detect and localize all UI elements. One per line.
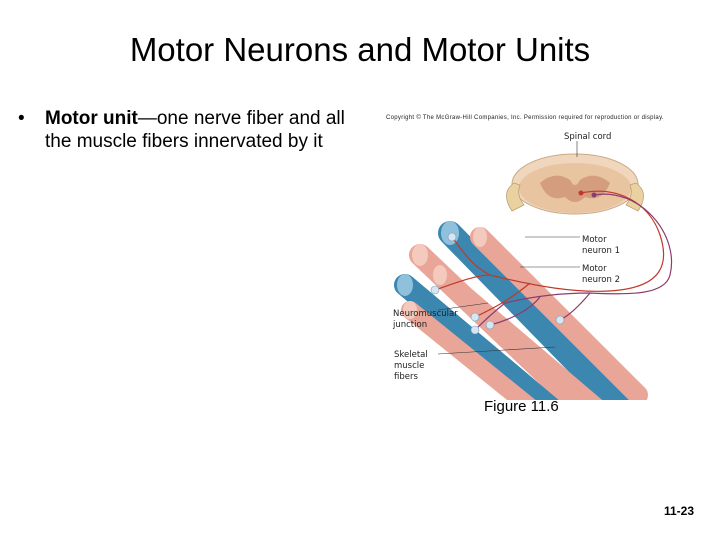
nmj-leader [437,302,489,311]
label-spinal-cord: Spinal cord [564,132,611,142]
label-motor-neuron-1-b: neuron 1 [582,246,620,256]
spinal-cord-illustration [506,153,644,215]
bullet-text: Motor unit—one nerve fiber and all the m… [45,107,345,153]
copyright-notice: Copyright © The McGraw-Hill Companies, I… [386,115,664,121]
figure-caption: Figure 11.6 [484,398,559,415]
motor-unit-diagram: Spinal cord Motor neuron 1 Motor neuron … [392,132,673,400]
neuromuscular-junctions [430,232,565,335]
bullet-term: Motor unit [45,108,138,129]
label-nmj-b: junction [392,320,427,330]
label-skeletal-b: muscle [394,361,424,371]
bullet-definition: —one nerve fiber and all the muscle fibe… [45,108,345,152]
label-skeletal-a: Skeletal [394,350,428,360]
label-skeletal-c: fibers [394,372,418,382]
label-motor-neuron-2-b: neuron 2 [582,275,620,285]
slide-title: Motor Neurons and Motor Units [129,31,591,68]
skeletal-leader [437,346,556,355]
label-nmj-a: Neuromuscular [393,309,458,319]
label-motor-neuron-1-a: Motor [582,235,607,245]
page-number: 11-23 [663,504,694,518]
bullet-marker: • [18,108,25,129]
label-motor-neuron-2-a: Motor [582,264,607,274]
